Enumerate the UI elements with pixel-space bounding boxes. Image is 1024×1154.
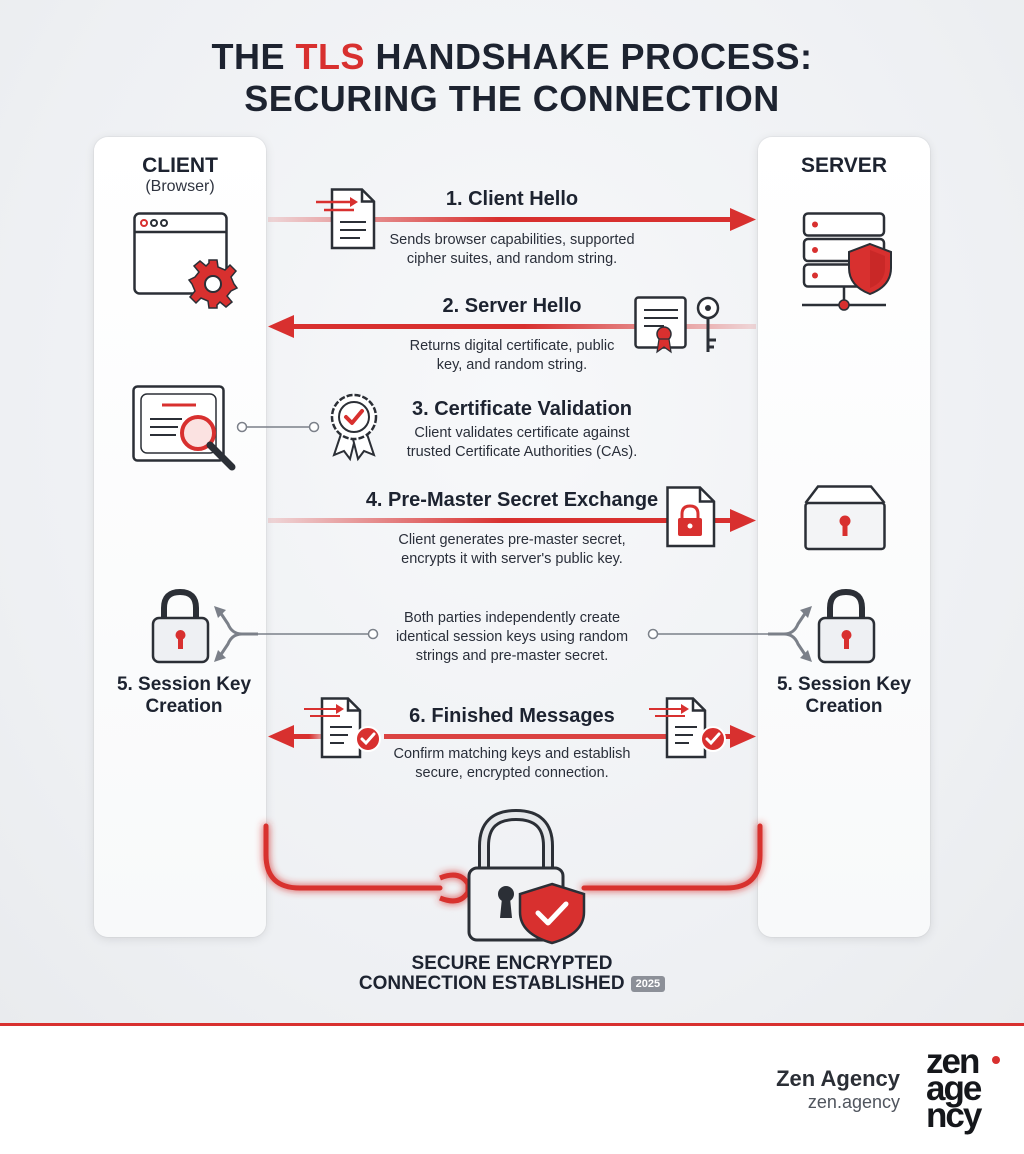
lockbox-icon: [804, 485, 886, 551]
arrow-client-hello: [268, 208, 756, 231]
page-subtitle: SECURING THE CONNECTION: [244, 78, 780, 119]
step-1-description: Sends browser capabilities, supported ci…: [389, 232, 635, 267]
shield-check-icon: [848, 242, 892, 296]
page-title: THE TLS HANDSHAKE PROCESS:: [211, 36, 813, 77]
brand-name: Zen Agency: [776, 1066, 900, 1091]
step-2-title: 2. Server Hello: [442, 295, 582, 317]
step-3-description: Client validates certificate against tru…: [406, 425, 638, 460]
step-4-description: Client generates pre-master secret, encr…: [398, 532, 626, 567]
document-check-icon-server: [649, 697, 726, 759]
arrow-pre-master: [268, 509, 756, 532]
certificate-magnifier-icon: [132, 385, 236, 471]
gear-icon: [187, 259, 239, 309]
big-padlock-icon: [467, 808, 586, 945]
locked-document-icon: [666, 486, 716, 548]
arrow-finished: [268, 725, 756, 748]
certificate-key-icon: [634, 296, 720, 354]
document-send-icon: [316, 188, 376, 250]
title-accent: TLS: [295, 36, 365, 77]
logo-dot: [992, 1056, 1000, 1064]
client-sublabel: (Browser): [145, 178, 215, 195]
document-check-icon-client: [304, 697, 381, 759]
server-session-label: 5. Session Key Creation: [776, 674, 912, 717]
client-session-label: 5. Session Key Creation: [116, 674, 252, 717]
step-1-title: 1. Client Hello: [445, 188, 579, 210]
step-6-title: 6. Finished Messages: [409, 705, 615, 727]
connector-session: [258, 628, 768, 640]
step-4-title: 4. Pre-Master Secret Exchange: [365, 489, 659, 511]
step-3-title: 3. Certificate Validation: [411, 398, 633, 420]
step-6-description: Confirm matching keys and establish secu…: [393, 746, 631, 781]
client-padlock-icon: [151, 588, 258, 664]
server-padlock-icon: [768, 588, 876, 664]
final-status-line1: SECURE ENCRYPTED: [411, 953, 613, 974]
footer-divider: [0, 1023, 1024, 1026]
award-badge-icon: [330, 393, 378, 462]
year-badge: 2025: [630, 975, 666, 992]
brand-url: zen.agency: [807, 1092, 900, 1112]
step-2-description: Returns digital certificate, public key,…: [409, 338, 615, 373]
client-label: CLIENT: [142, 154, 218, 177]
step-5-description: Both parties independently create identi…: [395, 610, 629, 664]
arrow-server-hello: [268, 315, 756, 338]
connector-validation: [236, 421, 320, 433]
server-label: SERVER: [801, 154, 887, 177]
zen-agency-logo: zen age ncy: [926, 1042, 982, 1135]
